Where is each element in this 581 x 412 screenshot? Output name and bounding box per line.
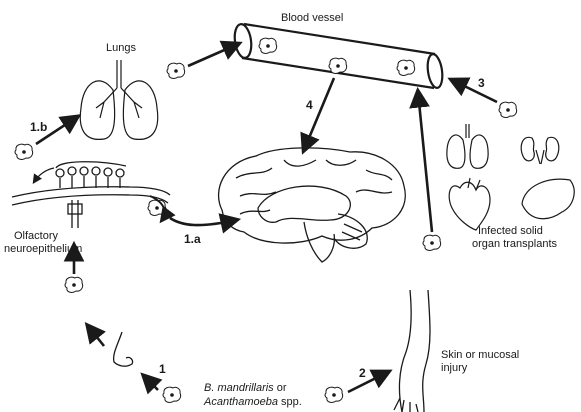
species-name-2: Acanthamoeba [204, 396, 278, 408]
arrow-4 [304, 78, 334, 150]
brain-drawing [219, 148, 406, 262]
species-connector-2: spp. [278, 396, 302, 408]
skin-label-line2: injury [441, 362, 467, 374]
amoeba-1b [15, 144, 33, 159]
arrow-lungs-to-vessel [188, 44, 238, 66]
amoeba-source-right [325, 387, 343, 402]
lungs-label: Lungs [106, 42, 136, 54]
amoeba-in-vessel-1 [259, 38, 277, 53]
step-1b-label: 1.b [30, 120, 47, 134]
species-label-line1: B. mandrillaris or [204, 382, 287, 394]
arrow-3 [452, 80, 497, 102]
arrow-2 [348, 372, 388, 392]
transplant-organs-drawing [447, 124, 574, 230]
step-1a-label: 1.a [184, 232, 201, 246]
amoeba-above-nose [65, 277, 83, 292]
blood-vessel-label: Blood vessel [281, 12, 343, 24]
infected-label-line2: organ transplants [472, 238, 557, 250]
arm-drawing [394, 290, 430, 412]
amoeba-in-vessel-3 [397, 60, 415, 75]
arrow-nose-to-amoeba [88, 326, 104, 346]
amoeba-source-left [163, 387, 181, 402]
step-2-label: 2 [359, 366, 366, 380]
amoeba-near-lungs [167, 63, 185, 78]
arrow-olfactory-to-lungs [34, 168, 54, 182]
olfactory-drawing [12, 162, 170, 228]
arrow-arm-to-vessel [418, 92, 432, 232]
lungs-drawing [80, 60, 157, 139]
species-connector-1: or [274, 382, 287, 394]
species-name-1: B. mandrillaris [204, 382, 274, 394]
step-3-label: 3 [478, 76, 485, 90]
step-1-label: 1 [159, 362, 166, 376]
species-label-line2: Acanthamoeba spp. [204, 396, 302, 408]
pathway-arrows [34, 44, 497, 392]
nose-drawing [114, 332, 133, 366]
amoeba-near-transplants [499, 102, 517, 117]
amoeba-near-arm [423, 235, 441, 250]
arrow-1a [170, 218, 236, 225]
amoeba-in-vessel-2 [329, 58, 347, 73]
step-4-label: 4 [306, 98, 313, 112]
olfactory-label-line1: Olfactory [14, 230, 58, 242]
blood-vessel-drawing [233, 23, 445, 89]
arrow-1 [144, 376, 158, 390]
olfactory-label-line2: neuroepithelium [4, 243, 82, 255]
infected-label-line1: Infected solid [478, 225, 543, 237]
skin-label-line1: Skin or mucosal [441, 349, 519, 361]
